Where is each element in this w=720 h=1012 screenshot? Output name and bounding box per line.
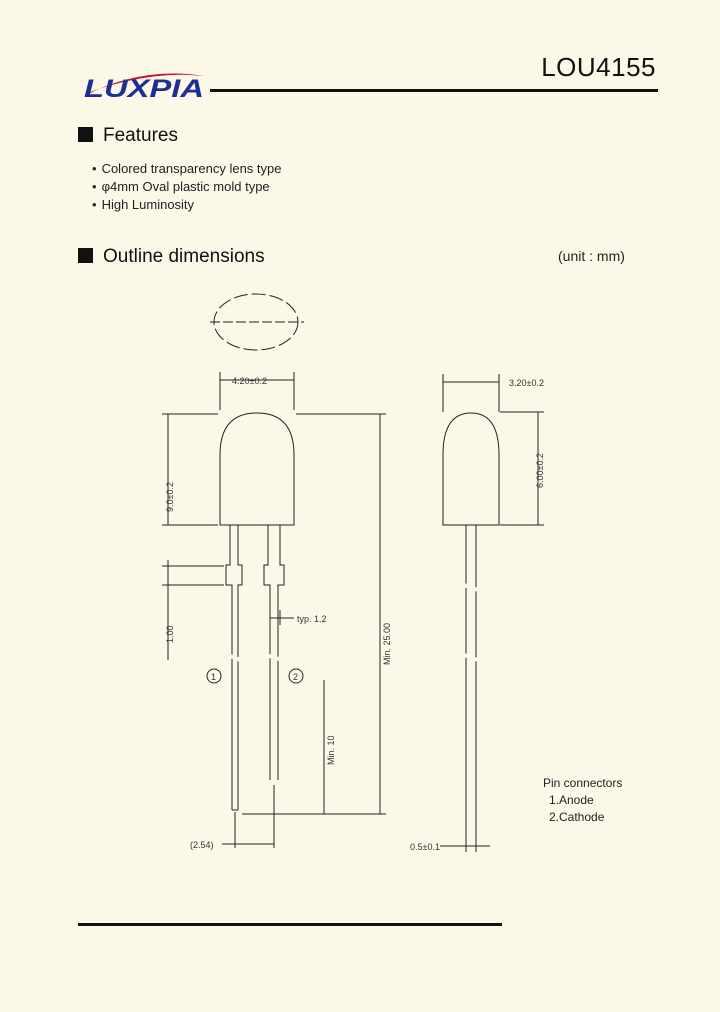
dim-width: 4.20±0.2 [232, 376, 267, 386]
dim-pitch: (2.54) [190, 840, 214, 850]
footer-rule [78, 923, 502, 926]
dim-lead-width: 0.5±0.1 [410, 842, 440, 852]
outline-drawing: 4.20±0.2 3.20±0.2 9.0±0.2 1.00 6.00±0.2 … [162, 293, 545, 852]
header-rule [210, 89, 658, 92]
top-view [210, 293, 304, 351]
pin-connectors-title: Pin connectors [543, 776, 623, 790]
pin2-label: 2 [293, 672, 298, 682]
dim-typ: typ. 1.2 [297, 614, 327, 624]
brand-name: LUXPIA [84, 75, 204, 102]
square-bullet-icon [78, 127, 93, 142]
unit-label: (unit : mm) [558, 248, 625, 264]
dim-body-height: 6.00±0.2 [535, 453, 545, 488]
feature-item: High Luminosity [92, 196, 282, 214]
side-view [440, 374, 544, 852]
features-list: Colored transparency lens type φ4mm Oval… [92, 160, 282, 214]
dim-thickness: 3.20±0.2 [509, 378, 544, 388]
feature-item: Colored transparency lens type [92, 160, 282, 178]
front-view [162, 372, 386, 848]
pin-connectors: Pin connectors 1.Anode 2.Cathode [543, 775, 622, 826]
pin1-label: 1 [211, 672, 216, 682]
part-number: LOU4155 [541, 52, 656, 82]
dim-front-height: 9.0±0.2 [165, 482, 175, 512]
dim-lead-length: Min. 25.00 [382, 623, 392, 665]
pin-connector-item: 1.Anode [549, 793, 594, 807]
outline-heading: Outline dimensions [78, 246, 265, 268]
pin-connector-item: 2.Cathode [549, 810, 605, 824]
features-heading: Features [78, 125, 178, 147]
feature-item: φ4mm Oval plastic mold type [92, 178, 282, 196]
square-bullet-icon [78, 248, 93, 263]
dim-spacing: 1.00 [165, 625, 175, 643]
luxpia-logo: LUXPIA [84, 73, 204, 102]
dim-min10: Min. 10 [326, 735, 336, 765]
